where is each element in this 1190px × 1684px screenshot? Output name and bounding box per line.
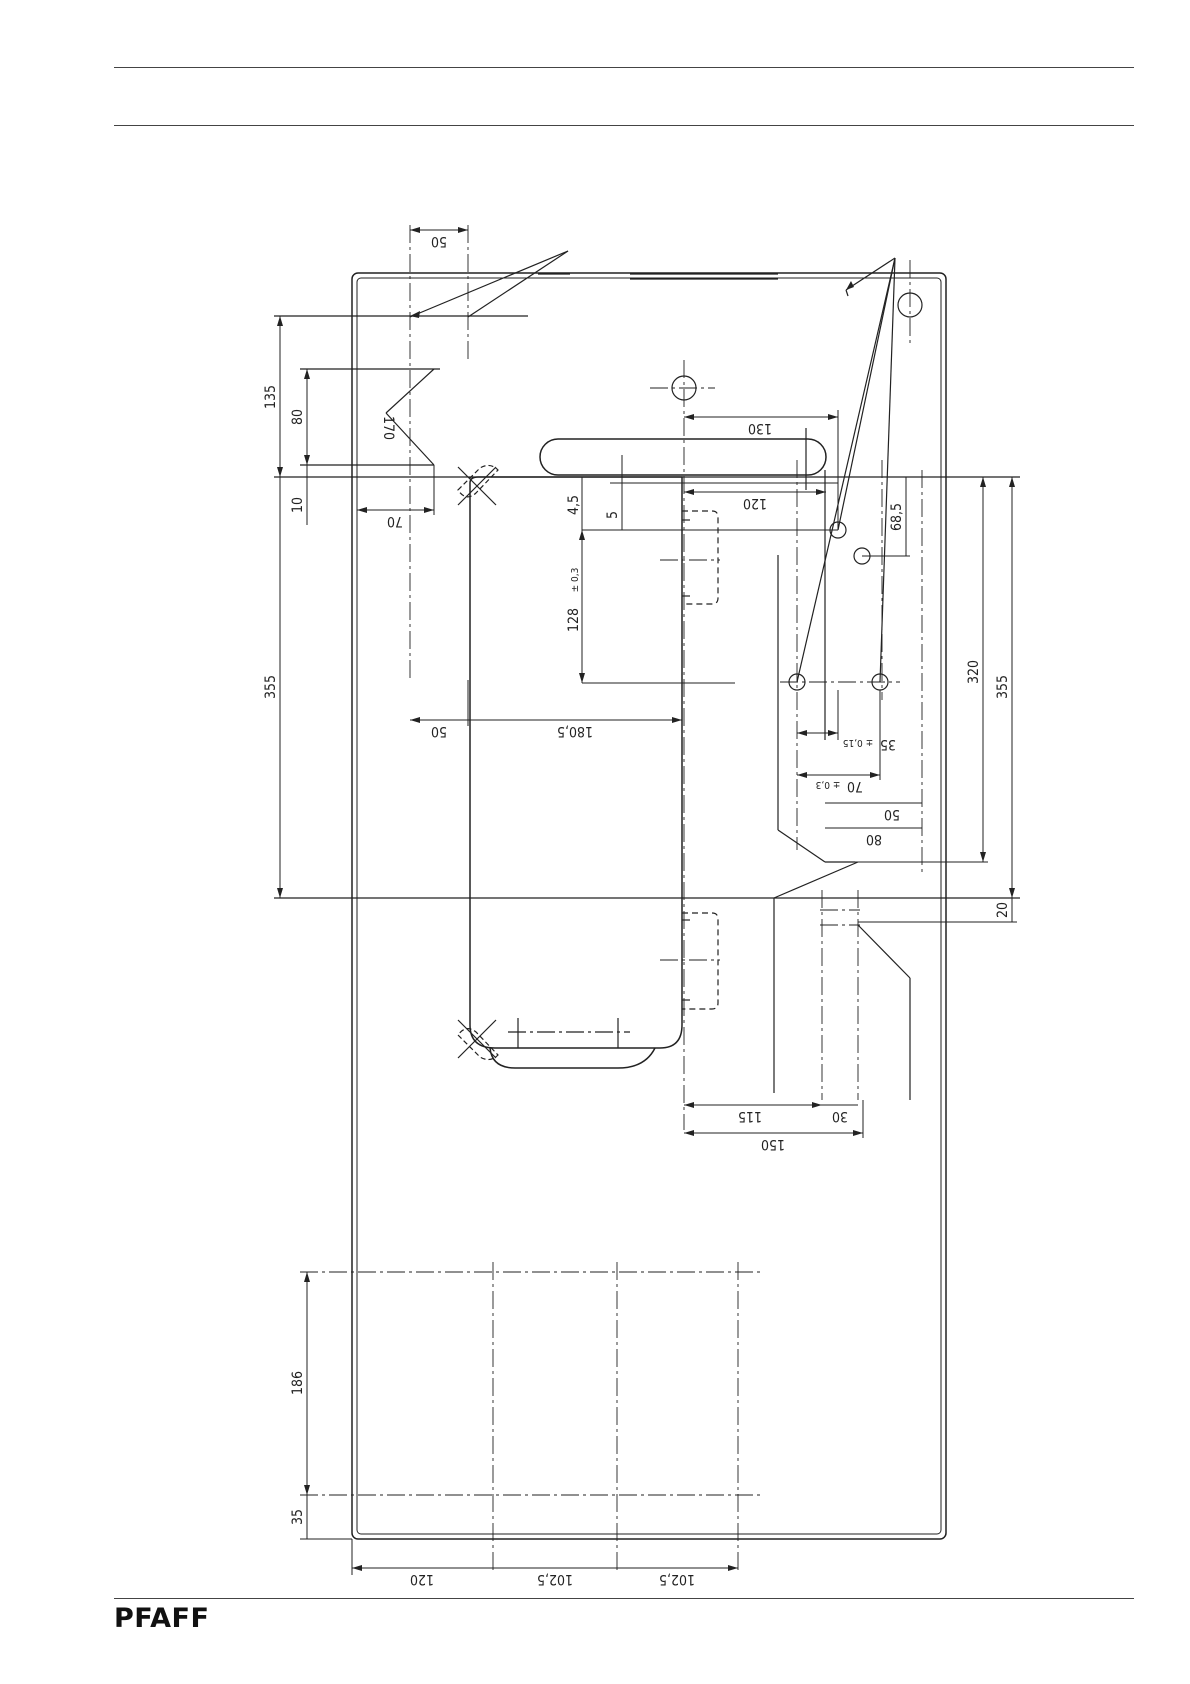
- dim-120-bottom: 120: [410, 1571, 434, 1587]
- dim-135: 135: [263, 385, 279, 409]
- dim-50-mid: 50: [431, 723, 447, 739]
- dim-128-tolerance: ± 0,3: [570, 568, 581, 593]
- hinge-pocket-upper: [682, 511, 718, 604]
- hinge-pocket-lower: [682, 913, 718, 1009]
- dim-355-right: 355: [995, 675, 1011, 699]
- dim-115: 115: [738, 1108, 762, 1124]
- dim-50-top: 50: [431, 233, 447, 249]
- lower-cutout-rounded: [490, 1048, 655, 1068]
- dim-5: 5: [605, 511, 621, 519]
- dim-320: 320: [966, 660, 982, 684]
- dim-130: 130: [748, 420, 772, 436]
- dim-10: 10: [290, 497, 306, 513]
- machine-cutout: [470, 477, 682, 1048]
- dim-35-tolerance: ± 0,15: [843, 737, 873, 748]
- dim-4-5: 4,5: [566, 495, 582, 515]
- dim-35-bottom: 35: [290, 1509, 306, 1525]
- corner-drill-bottom: [458, 1020, 498, 1060]
- dim-102-5-a: 102,5: [537, 1571, 573, 1587]
- dim-70-tolerance: ± 0,3: [816, 779, 841, 790]
- table-top-outline: [352, 273, 946, 1539]
- dim-80-right: 80: [866, 831, 882, 847]
- dim-120-top: 120: [743, 495, 767, 511]
- corner-drill-top: [458, 465, 498, 505]
- dim-30: 30: [832, 1108, 848, 1124]
- dim-355-left: 355: [263, 675, 279, 699]
- table-top-inner-outline: [357, 278, 941, 1534]
- dim-180-5: 180,5: [557, 723, 593, 739]
- dim-70-right: 70: [847, 778, 863, 794]
- dim-170-label: 170: [380, 416, 396, 440]
- dim-70-left: 70: [387, 513, 403, 529]
- dim-150: 150: [761, 1136, 785, 1152]
- pfaff-logo: PFAFF: [114, 1603, 209, 1634]
- dim-128: 128: [566, 608, 582, 632]
- dim-68-5: 68,5: [889, 503, 905, 531]
- upper-slot: [540, 439, 826, 475]
- dim-102-5-b: 102,5: [659, 1571, 695, 1587]
- dim-20: 20: [995, 902, 1011, 918]
- dimension-labels: 50 135 80 10 170 70 355 50 180,5 130 120…: [263, 233, 1011, 1587]
- dim-186: 186: [290, 1371, 306, 1395]
- dim-50-right: 50: [884, 806, 900, 822]
- footer-rule: [114, 1598, 1134, 1599]
- dim-35: 35: [880, 736, 896, 752]
- dim-80: 80: [290, 409, 306, 425]
